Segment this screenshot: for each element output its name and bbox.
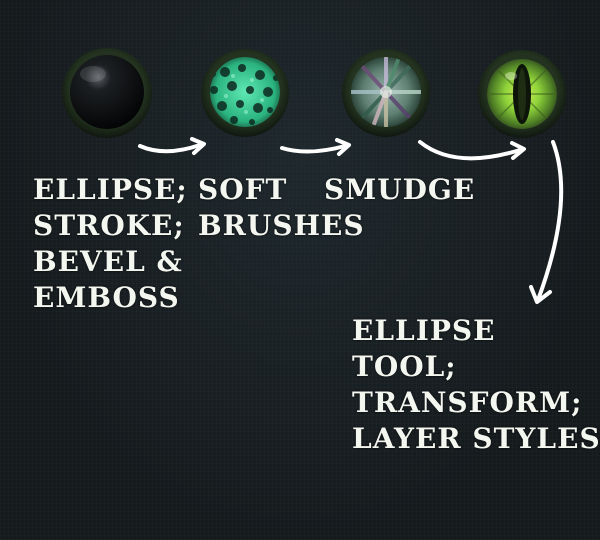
eye-ellipse-icon: [478, 50, 566, 138]
arrow-2-icon: [280, 138, 351, 156]
caption-line: LAYER STYLES: [352, 422, 600, 455]
caption-line: TOOL;: [352, 350, 457, 383]
caption-line: ELLIPSE;: [33, 173, 188, 206]
caption-line: ELLIPSE: [352, 314, 496, 347]
smudged-ellipse-icon: [342, 49, 430, 137]
caption-line: BRUSHES: [198, 209, 365, 242]
caption-line: EMBOSS: [33, 281, 180, 314]
caption-textured-ellipse: SOFT BRUSHES: [198, 172, 365, 244]
caption-smudged-ellipse: SMUDGE: [324, 172, 475, 208]
arrow-4-icon: [529, 140, 564, 304]
arrow-1-icon: [138, 137, 206, 155]
caption-line: TRANSFORM;: [352, 386, 583, 419]
caption-line: BEVEL &: [33, 245, 183, 278]
caption-line: SMUDGE: [324, 173, 476, 206]
caption-line: STROKE;: [33, 209, 185, 242]
caption-plain-ellipse: ELLIPSE; STROKE; BEVEL & EMBOSS: [33, 172, 188, 316]
textured-ellipse-icon: [201, 49, 289, 137]
caption-eye-ellipse: ELLIPSE TOOL; TRANSFORM; LAYER STYLES: [352, 313, 600, 457]
caption-line: SOFT: [198, 173, 288, 206]
plain-ellipse-icon: [62, 48, 152, 138]
arrow-3-icon: [418, 140, 526, 161]
